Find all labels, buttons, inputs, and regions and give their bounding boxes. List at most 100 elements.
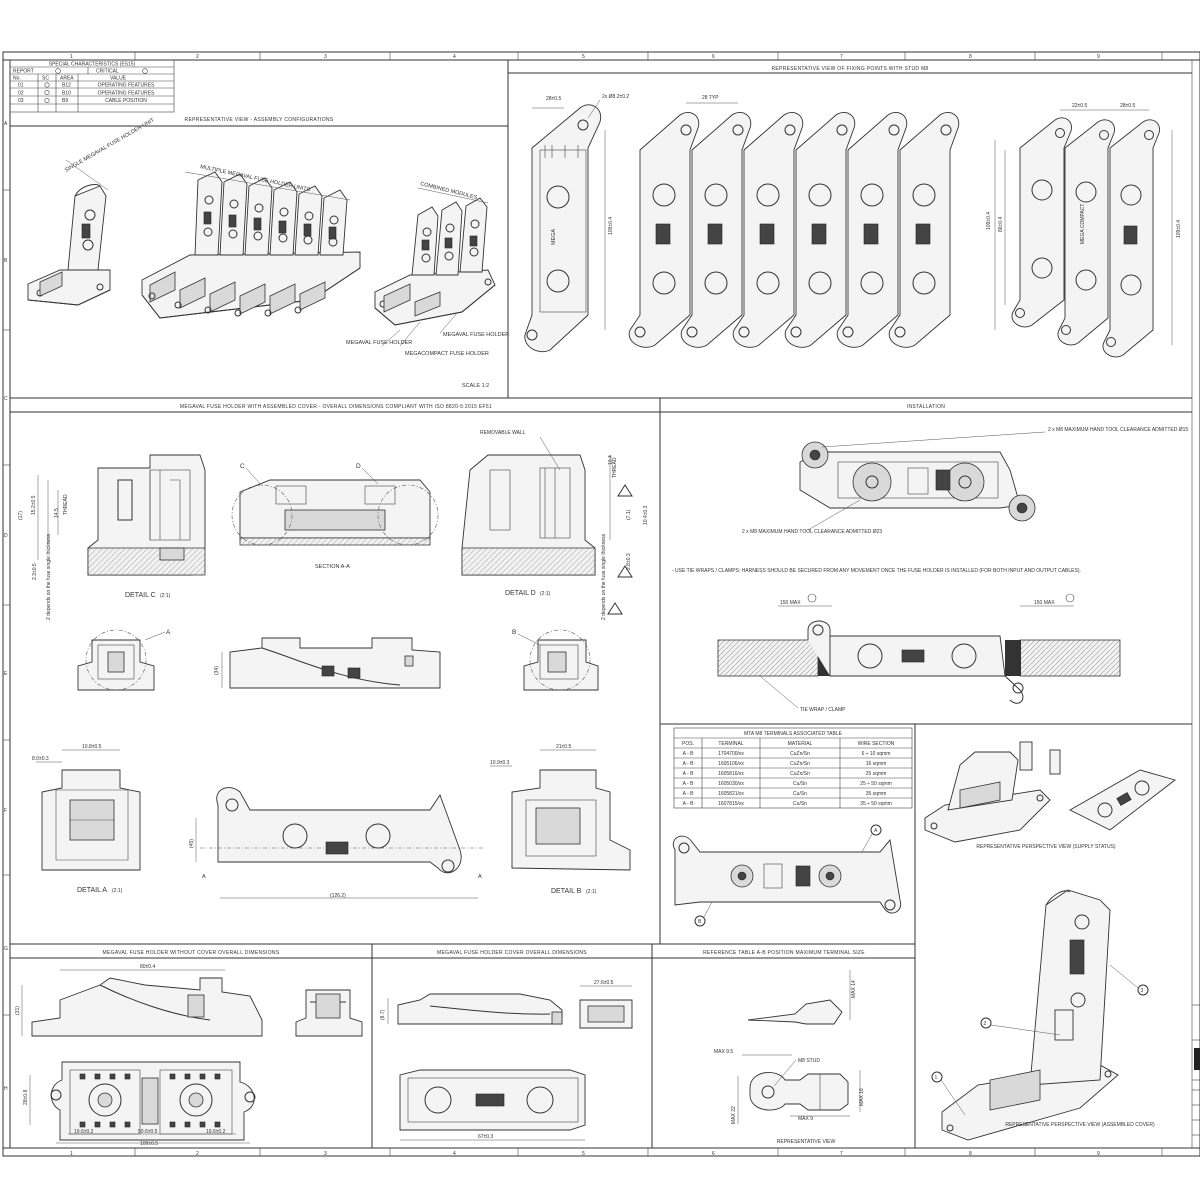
installation-note-top: 2 x M8 MAXIMUM HAND TOOL CLEARANCE ADMIT… [1048,427,1188,433]
sc-cell: B9 [62,98,68,104]
row-label: E [4,671,8,677]
terminals-row: A - B 1605821/xx Cu/Sn 35 sqmm [683,791,887,797]
terminals-cell: 1704700/xx [718,751,744,757]
title-block-strip [1192,1004,1200,1136]
assembled-cover-view: 1 2 3 REPRESENTATIVE PERSPECTIVE VIEW (A… [931,889,1155,1141]
installation-top-view: 2 x M8 MAXIMUM HAND TOOL CLEARANCE ADMIT… [742,427,1188,535]
terminals-cell: Cu/Sn [793,801,807,807]
fixing-dim-22: 22±0.5 [1072,103,1087,109]
sc-symbol [807,593,817,603]
row-label: B [4,258,8,264]
terminals-cell: A - B [683,761,695,767]
terminals-title: MTA M8 TERMINALS ASSOCIATED TABLE [744,731,843,737]
detail-c-dim-152: 15.2±0.5 [31,495,37,515]
top-view: A A (126.2) (45) [189,787,485,899]
without-cover-end [295,989,363,1037]
fixing-dim-109: 109±0.4 [608,217,614,235]
terminals-cell: 1605821/xx [718,791,744,797]
cover-title: MEGAVAL FUSE HOLDER COVER OVERALL DIMENS… [437,950,587,956]
detail-a-scale: (2:1) [112,888,123,894]
ref-max95: MAX 9.5 [714,1049,733,1055]
end-view-left: A [77,629,171,691]
installation-max-right: 150 MAX [1034,600,1055,606]
col-label: 7 [840,54,843,60]
combined-modules-label: COMBINED MODULES [420,181,478,201]
detail-c-dim-17: (17) [18,511,24,520]
terminals-row: A - B 1605030/xx Cu/Sn 25 ÷ 50 sqmm [683,781,892,787]
sc-row: 01 B12 OPERATING FEATURES [18,83,155,89]
sc-symbol [44,82,50,88]
terminals-row: A - B 1605816/xx CuZn/Sn 25 sqmm [683,771,887,777]
without-cover-panel: MEGAVAL FUSE HOLDER WITHOUT COVER OVERAL… [15,950,363,1147]
detail-d-dim-28: 2.8±0.3 [626,553,632,570]
fixing-dim-109b: 109±0.4 [986,212,992,230]
sc-table-title: SPECIAL CHARACTERISTICS (ES15) [49,62,136,68]
sc-header-area: AREA [60,76,74,82]
warning-triangle-icon [617,484,633,497]
terminals-cell: CuZn/Sn [790,771,810,777]
tool-clearance-circle [945,462,985,502]
sc-cell: 03 [18,98,24,104]
column-labels-bottom: 1 2 3 4 5 6 7 8 9 [70,1151,1100,1157]
terminals-cell: 35 sqmm [866,791,887,797]
without-cover-dim-196b: 19.6±0.2 [206,1129,226,1135]
assembly-title: REPRESENTATIVE VIEW - ASSEMBLY CONFIGURA… [185,117,334,123]
cover-panel: MEGAVAL FUSE HOLDER COVER OVERALL DIMENS… [380,950,633,1141]
terminals-row: A - B 1607815/xx Cu/Sn 35 ÷ 50 sqmm [683,801,892,807]
without-cover-dim-80: 80±0.4 [140,964,155,970]
fixing-dim-109c: 109±0.4 [1176,220,1182,238]
fixing-dim-28b: 28±0.5 [1120,103,1135,109]
cover-dim-87: (8.7) [380,1009,386,1020]
terminals-cell: CuZn/Sn [790,751,810,757]
installation-side-view: 150 MAX 150 MAX TIE WRAP / CLAMP [717,593,1121,713]
terminal-positions-view: A B [672,824,902,927]
ref-caption: REPRESENTATIVE VIEW [777,1139,836,1145]
overall-dimensions-panel: MEGAVAL FUSE HOLDER WITH ASSEMBLED COVER… [18,404,649,899]
assembled-caption: REPRESENTATIVE PERSPECTIVE VIEW (ASSEMBL… [1005,1122,1155,1128]
side-dim-34: (34) [214,666,220,675]
end-view-a-letter: A [166,629,171,636]
sc-report-symbol [55,68,61,74]
fixing-dim-holes: 2x Ø8.2±0.2 [602,94,629,100]
fixing-mark-mega: MEGA [551,228,557,245]
terminals-cell: 1605030/xx [718,781,744,787]
detail-b-view: 21±0.5 10.9±0.3 DETAIL B (2:1) [490,744,631,895]
col-label: 1 [70,54,73,60]
terminals-cell: A - B [683,751,695,757]
terminals-table: MTA M8 TERMINALS ASSOCIATED TABLE POS. T… [673,727,913,809]
col-label: 4 [453,1151,456,1157]
section-aa-label: SECTION A-A [315,564,350,570]
detail-b-label: DETAIL B [551,888,582,895]
reference-table-panel: REFERENCE TABLE A-B POSITION MAXIMUM TER… [703,950,865,1145]
cover-end: 27.6±0.5 [579,980,633,1029]
terminals-cell: 35 ÷ 50 sqmm [860,801,892,807]
installation-max-left: 150 MAX [780,600,801,606]
col-label: 5 [582,1151,585,1157]
megaval-right-label: MEGAVAL FUSE HOLDER [443,332,509,338]
sc-header-no: No. [13,76,21,82]
top-view-dim-126: (126.2) [330,893,346,899]
terminals-cell: CuZn/Sn [790,761,810,767]
end-view-right: B [512,629,599,691]
col-label: 8 [969,1151,972,1157]
without-cover-top: 28±0.8 19.6±0.2 50.6±0.5 19.6±0.2 109±0.… [23,1061,256,1147]
terminals-cell: A - B [683,791,695,797]
detail-b-dim-109: 10.9±0.3 [490,760,510,766]
single-unit-view: SINGLE MEGAVAL FUSE HOLDER UNIT [27,117,156,306]
sc-cell: OPERATING FEATURES [98,91,155,97]
col-label: 9 [1097,54,1100,60]
top-view-a-right: A [478,874,482,880]
side-view: (34) [214,637,441,689]
detail-c-view: (17) 15.2±0.5 14.5 THREAD 2.3±0.5 2 depe… [18,454,206,620]
col-label: 6 [712,54,715,60]
row-labels: A B C D E F G H [4,121,8,1092]
terminals-cell: 1605816/xx [718,771,744,777]
supply-caption: REPRESENTATIVE PERSPECTIVE VIEW (SUPPLY … [976,844,1116,850]
detail-d-label: DETAIL D [505,590,536,597]
detail-c-thread: THREAD [63,494,69,515]
sheet-frame: 1 2 3 4 5 6 7 8 9 1 2 3 4 5 6 7 8 9 A B … [2,51,1200,1157]
terminals-header: POS. [682,741,694,747]
col-label: 3 [324,1151,327,1157]
terminals-row: A - B 1605106/xx CuZn/Sn 16 sqmm [683,761,887,767]
